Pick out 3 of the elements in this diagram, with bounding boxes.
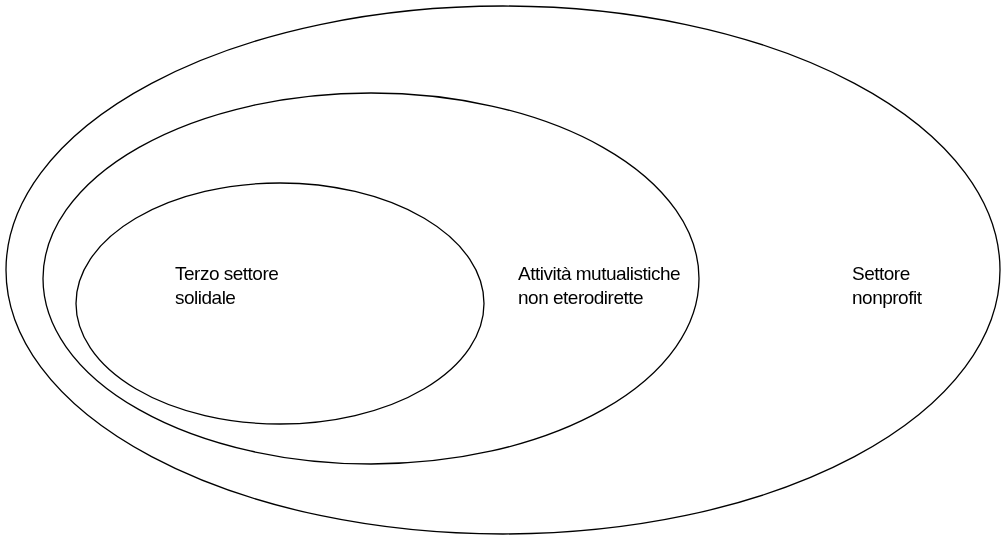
set-label: Terzo settore solidale: [175, 262, 280, 310]
set-label: Attività mutualistiche non eterodirette: [518, 262, 682, 310]
set-label: Settore nonprofit: [852, 262, 923, 310]
